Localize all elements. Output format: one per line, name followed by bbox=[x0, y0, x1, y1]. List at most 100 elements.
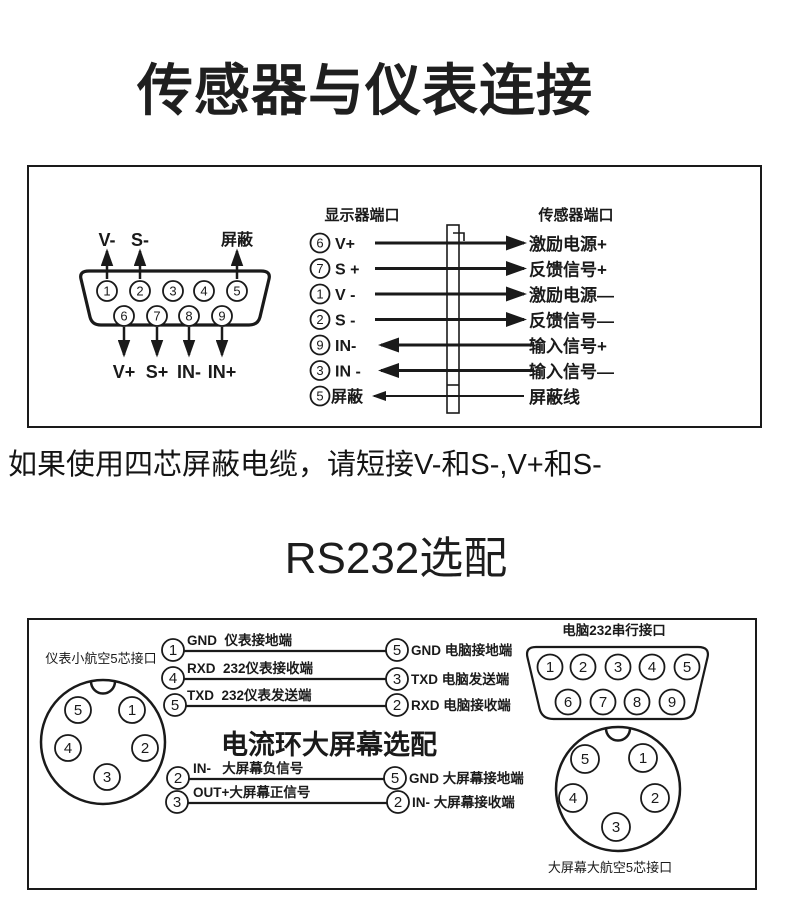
pin-circle bbox=[385, 667, 409, 691]
wire-signal: S - bbox=[335, 313, 355, 330]
pin-circle bbox=[628, 743, 658, 773]
pin-number: 3 bbox=[173, 794, 181, 811]
pin-number: 1 bbox=[316, 287, 323, 302]
sensor-port-header: 传感器端口 bbox=[537, 206, 613, 224]
wire-signal: S + bbox=[335, 262, 359, 279]
rs232-heading: RS232选配 bbox=[284, 534, 508, 583]
pin-circle bbox=[309, 283, 331, 305]
pin-number: 2 bbox=[394, 794, 402, 811]
pin-number: 2 bbox=[136, 284, 143, 299]
pin1-signal-label: V- bbox=[98, 230, 115, 250]
wire-label: GND 电脑接地端 bbox=[411, 642, 513, 658]
wire-label: OUT+大屏幕正信号 bbox=[193, 784, 310, 800]
computer-db9-outline bbox=[525, 645, 709, 721]
pin-circle bbox=[113, 305, 135, 327]
pin-circle bbox=[386, 790, 410, 814]
pin-circle bbox=[131, 734, 159, 762]
pin-number: 2 bbox=[141, 740, 149, 757]
pin-circle bbox=[161, 638, 185, 662]
pin-circle bbox=[226, 280, 248, 302]
pin-number: 3 bbox=[393, 671, 401, 688]
pin-number: 6 bbox=[316, 236, 323, 251]
pin-number: 5 bbox=[316, 389, 323, 404]
connector-key-notch bbox=[604, 728, 632, 742]
pin-number: 1 bbox=[639, 750, 647, 767]
bigscreen-connector-label: 大屏幕大航空5芯接口 bbox=[548, 860, 672, 875]
pin-circle bbox=[161, 666, 185, 690]
pin-number: 1 bbox=[103, 284, 110, 299]
pin-number: 1 bbox=[128, 702, 136, 719]
pin-circle bbox=[193, 280, 215, 302]
rs232-panel: 仪表小航空5芯接口 5 1 4 2 3 1 GND 仪表接地端 5 GND 电脑… bbox=[27, 618, 757, 890]
pin-number: 2 bbox=[316, 312, 323, 327]
instrument-aviation-connector bbox=[39, 678, 167, 806]
pin-circle bbox=[178, 305, 200, 327]
pin-number: 3 bbox=[614, 659, 622, 676]
wire-label: IN- 大屏幕负信号 bbox=[193, 760, 303, 776]
pin-circle bbox=[601, 812, 631, 842]
wire-target: 屏蔽线 bbox=[529, 387, 580, 407]
pin-circle bbox=[589, 688, 617, 716]
pin-circle bbox=[163, 693, 187, 717]
display-port-header: 显示器端口 bbox=[324, 206, 399, 224]
pin-circle bbox=[383, 766, 407, 790]
pin-circle bbox=[309, 334, 331, 356]
pin-number: 4 bbox=[648, 659, 656, 676]
wire-target: 激励电源+ bbox=[529, 234, 607, 254]
pin-circle bbox=[536, 653, 564, 681]
pin-circle bbox=[623, 688, 651, 716]
pin-circle bbox=[309, 258, 331, 279]
pin-circle bbox=[558, 783, 588, 813]
pin-circle bbox=[309, 360, 331, 381]
pin-number: 5 bbox=[391, 770, 399, 787]
instrument-connector-label: 仪表小航空5芯接口 bbox=[45, 651, 156, 666]
bigscreen-aviation-connector bbox=[554, 725, 682, 853]
pin-number: 2 bbox=[651, 790, 659, 807]
pin-number: 3 bbox=[103, 769, 111, 786]
page-title: 传感器与仪表连接 bbox=[137, 59, 593, 122]
pin-number: 5 bbox=[581, 751, 589, 768]
pin-number: 9 bbox=[668, 694, 676, 711]
pin-circle bbox=[569, 653, 597, 681]
pin9-signal-label: IN+ bbox=[208, 362, 237, 382]
pin-circle bbox=[118, 696, 146, 724]
pin-number: 9 bbox=[218, 309, 225, 324]
pin-number: 5 bbox=[171, 697, 179, 714]
pin-number: 5 bbox=[74, 702, 82, 719]
pin-number: 7 bbox=[153, 309, 160, 324]
pin-number: 8 bbox=[633, 694, 641, 711]
wire-label: RXD 232仪表接收端 bbox=[187, 660, 314, 676]
pin-circle bbox=[385, 693, 409, 717]
pin-number: 4 bbox=[64, 740, 72, 757]
wire-target: 反馈信号+ bbox=[529, 260, 607, 280]
pin-circle bbox=[640, 783, 670, 813]
pin-number: 4 bbox=[169, 670, 177, 687]
wire-signal: V+ bbox=[335, 236, 355, 253]
pin-number: 5 bbox=[683, 659, 691, 676]
pin-circle bbox=[658, 688, 686, 716]
wire-target: 激励电源— bbox=[529, 285, 614, 305]
pin-number: 2 bbox=[579, 659, 587, 676]
usage-note: 如果使用四芯屏蔽电缆，请短接V-和S-,V+和S- bbox=[8, 449, 602, 481]
pin-circle bbox=[93, 763, 121, 791]
pin-circle bbox=[638, 653, 666, 681]
pin-number: 7 bbox=[599, 694, 607, 711]
pin-circle bbox=[385, 638, 409, 662]
pin-number: 3 bbox=[316, 363, 323, 378]
wire-label: GND 仪表接地端 bbox=[187, 632, 293, 648]
sensor-connection-panel: V- S- 屏蔽 V+ S+ IN- IN+ 1 2 3 4 5 6 7 8 9… bbox=[27, 165, 762, 428]
connector-key-notch bbox=[89, 681, 117, 695]
pin-number: 3 bbox=[169, 284, 176, 299]
pin-circle bbox=[129, 280, 151, 302]
pin-circle bbox=[309, 385, 331, 407]
wire-label: GND 大屏幕接地端 bbox=[409, 770, 524, 786]
sensor-wiring-diagram: V- S- 屏蔽 V+ S+ IN- IN+ 1 2 3 4 5 6 7 8 9… bbox=[79, 206, 614, 414]
pin-circle bbox=[604, 653, 632, 681]
current-loop-heading: 电流环大屏幕选配 bbox=[221, 730, 437, 760]
pin-number: 4 bbox=[200, 284, 207, 299]
wire-label: TXD 232仪表发送端 bbox=[187, 687, 312, 703]
pin6-signal-label: V+ bbox=[113, 362, 136, 382]
pin-circle bbox=[166, 766, 190, 790]
pin-circle bbox=[54, 734, 82, 762]
pin-circle bbox=[309, 232, 331, 254]
